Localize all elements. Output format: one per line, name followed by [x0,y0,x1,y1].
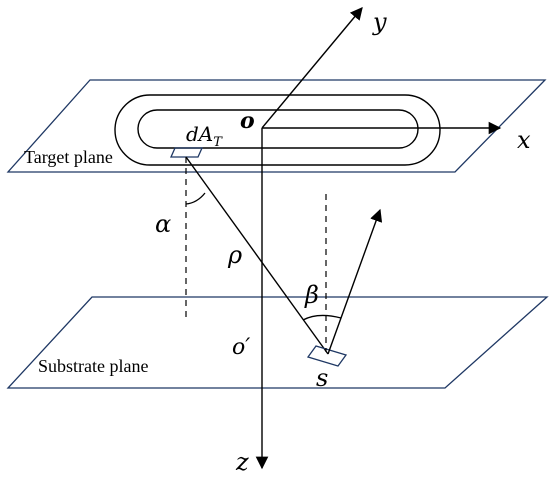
y-axis-label: y [372,8,387,36]
origin-label: o [240,108,255,134]
area-element-label: dAT [186,122,223,150]
substrate-point-label: s [316,364,328,392]
substrate-plane [6,296,549,389]
alpha-label: α [155,210,171,238]
rho-line [185,156,329,355]
substrate-area-element [306,345,348,367]
target-plane [6,79,547,173]
y-axis [261,7,363,129]
beta-arc [302,314,342,321]
racetrack-inner [137,109,419,149]
emission-arrow [327,208,383,355]
rho-label: ρ [227,241,242,269]
target-area-element [169,147,204,158]
beta-label: β [304,281,319,309]
alpha-arc [185,192,206,205]
target-plane-label: Target plane [24,147,113,167]
racetrack-outer [114,94,441,166]
x-axis-label: x [517,126,531,154]
origin-prime-label: o′ [232,335,250,360]
substrate-plane-label: Substrate plane [38,356,148,376]
z-axis-label: z [235,448,249,476]
